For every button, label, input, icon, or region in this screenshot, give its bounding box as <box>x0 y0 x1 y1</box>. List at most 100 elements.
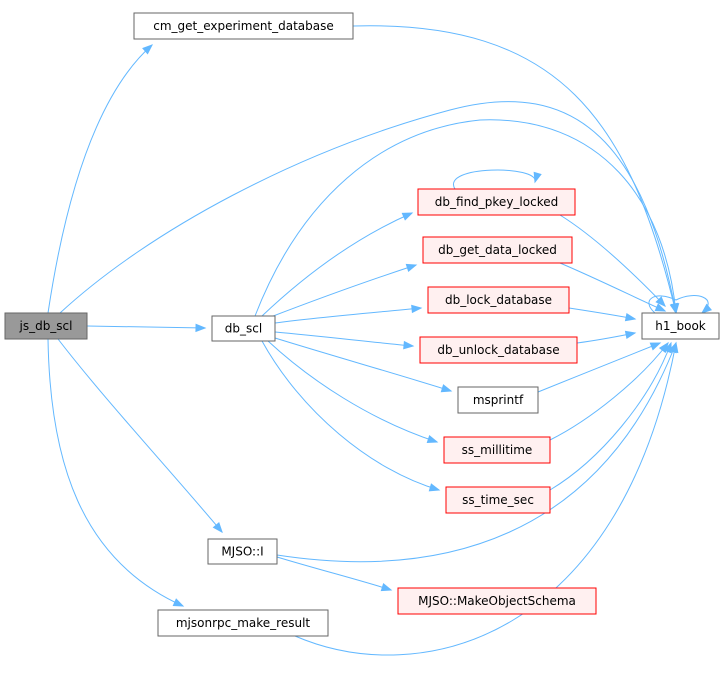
edge-line <box>274 307 422 324</box>
edge-arrowhead <box>142 44 154 55</box>
edge-db_scl-to-ss_time_sec <box>261 340 441 492</box>
node-box <box>443 436 551 464</box>
node-label: db_get_data_locked <box>438 243 557 257</box>
node-MJSO-I[interactable]: MJSO::I <box>207 538 278 565</box>
node-box <box>419 336 578 364</box>
node-db-scl[interactable]: db_scl <box>211 315 276 342</box>
node-label: MJSO::I <box>221 545 263 559</box>
edge-db_find_pkey_locked-to-h1_book <box>559 214 666 307</box>
edge-mjsonrpc_make_result-to-h1_book <box>294 341 679 656</box>
edge-arrowhead <box>426 435 439 444</box>
edge-MJSO_I-to-MJSO_MakeObjectSchema <box>276 556 393 592</box>
edge-line <box>352 25 677 314</box>
node-msprintf[interactable]: msprintf <box>457 386 539 414</box>
node-label: ss_time_sec <box>462 493 534 507</box>
edge-arrowhead <box>670 303 680 315</box>
node-label: h1_book <box>655 319 706 333</box>
edge-js_db_scl-to-MJSO_I <box>57 338 223 534</box>
node-label: cm_get_experiment_database <box>153 19 334 33</box>
edge-line <box>549 342 672 491</box>
edge-arrowhead <box>700 303 713 314</box>
node-box <box>445 486 551 514</box>
edge-line <box>537 342 661 393</box>
node-label: db_scl <box>225 322 262 336</box>
edge-arrowhead <box>428 483 441 492</box>
edge-line <box>452 169 536 190</box>
edge-line <box>267 264 417 319</box>
node-label: ss_millitime <box>462 443 533 457</box>
edge-line <box>47 338 184 607</box>
node-db-lock-database[interactable]: db_lock_database <box>427 286 570 314</box>
edge-db_scl-to-db_find_pkey_locked <box>261 212 414 317</box>
node-cm-get-experiment-database[interactable]: cm_get_experiment_database <box>133 12 354 40</box>
nodes-layer: js_db_scl cm_get_experiment_database db_sc… <box>4 12 720 637</box>
node-label: db_find_pkey_locked <box>435 195 558 209</box>
node-MJSO-MakeObjectSchema[interactable]: MJSO::MakeObjectSchema <box>397 587 597 615</box>
node-db-find-pkey-locked[interactable]: db_find_pkey_locked <box>417 188 576 216</box>
edge-db_scl-to-h1_book <box>254 119 680 317</box>
edge-arrowhead <box>195 323 207 333</box>
node-db-unlock-database[interactable]: db_unlock_database <box>419 336 578 364</box>
node-box <box>207 538 278 565</box>
node-box <box>157 609 329 637</box>
node-box <box>457 386 539 414</box>
edge-line <box>559 214 666 307</box>
edge-arrowhead <box>654 303 667 312</box>
node-box <box>422 236 573 264</box>
node-db-get-data-locked[interactable]: db_get_data_locked <box>422 236 573 264</box>
edge-db_lock_database-to-h1_book <box>568 307 637 322</box>
edge-line <box>261 212 413 317</box>
node-label: js_db_scl <box>18 319 72 333</box>
edge-db_scl-to-msprintf <box>274 337 453 393</box>
edge-line <box>274 337 452 392</box>
node-label: db_unlock_database <box>437 343 559 357</box>
node-box <box>427 286 570 314</box>
node-box <box>4 312 88 340</box>
node-label: mjsonrpc_make_result <box>176 616 311 630</box>
edge-db_scl-to-ss_millitime <box>267 340 439 444</box>
node-h1-book[interactable]: h1_book <box>641 312 720 340</box>
node-box <box>397 587 597 615</box>
edge-arrowhead <box>440 384 453 393</box>
node-box <box>133 12 354 40</box>
edge-js_db_scl-to-cm_get_experiment_database <box>47 44 154 314</box>
edge-db_find_pkey_locked-to-db_find_pkey_locked <box>452 169 542 190</box>
node-label: msprintf <box>473 393 524 407</box>
node-mjsonrpc-make-result[interactable]: mjsonrpc_make_result <box>157 609 329 637</box>
edge-line <box>57 338 223 533</box>
edge-line <box>294 342 677 656</box>
edge-arrowhead <box>172 598 185 607</box>
edge-line <box>86 325 206 329</box>
edge-arrowhead <box>649 342 662 351</box>
edge-line <box>267 340 438 443</box>
edge-arrowhead <box>401 212 414 221</box>
edge-h1_book-to-h1_book <box>648 295 713 314</box>
edges-layer <box>47 25 713 656</box>
node-ss-time-sec[interactable]: ss_time_sec <box>445 486 551 514</box>
edge-line <box>276 342 677 563</box>
edge-arrowhead <box>624 330 637 340</box>
edge-arrowhead <box>403 340 415 350</box>
edge-msprintf-to-h1_book <box>537 342 662 393</box>
edge-db_scl-to-db_unlock_database <box>274 331 415 350</box>
edge-line <box>549 342 669 441</box>
node-box <box>211 315 276 342</box>
node-ss-millitime[interactable]: ss_millitime <box>443 436 551 464</box>
edge-line <box>254 119 677 317</box>
edge-line <box>276 556 392 591</box>
node-label: MJSO::MakeObjectSchema <box>418 594 576 608</box>
edge-ss_time_sec-to-h1_book <box>549 341 672 491</box>
edge-line <box>274 331 414 347</box>
edge-line <box>47 44 153 314</box>
node-label: db_lock_database <box>445 293 552 307</box>
edge-js_db_scl-to-db_scl <box>86 323 207 333</box>
node-box <box>641 312 720 340</box>
node-js-db-scl[interactable]: js_db_scl <box>4 312 88 340</box>
edge-db_get_data_locked-to-h1_book <box>559 262 667 312</box>
edge-arrowhead <box>380 583 393 592</box>
edge-arrowhead <box>533 171 542 184</box>
node-box <box>417 188 576 216</box>
edge-db_scl-to-db_get_data_locked <box>267 263 418 319</box>
edge-arrowhead <box>655 296 666 307</box>
